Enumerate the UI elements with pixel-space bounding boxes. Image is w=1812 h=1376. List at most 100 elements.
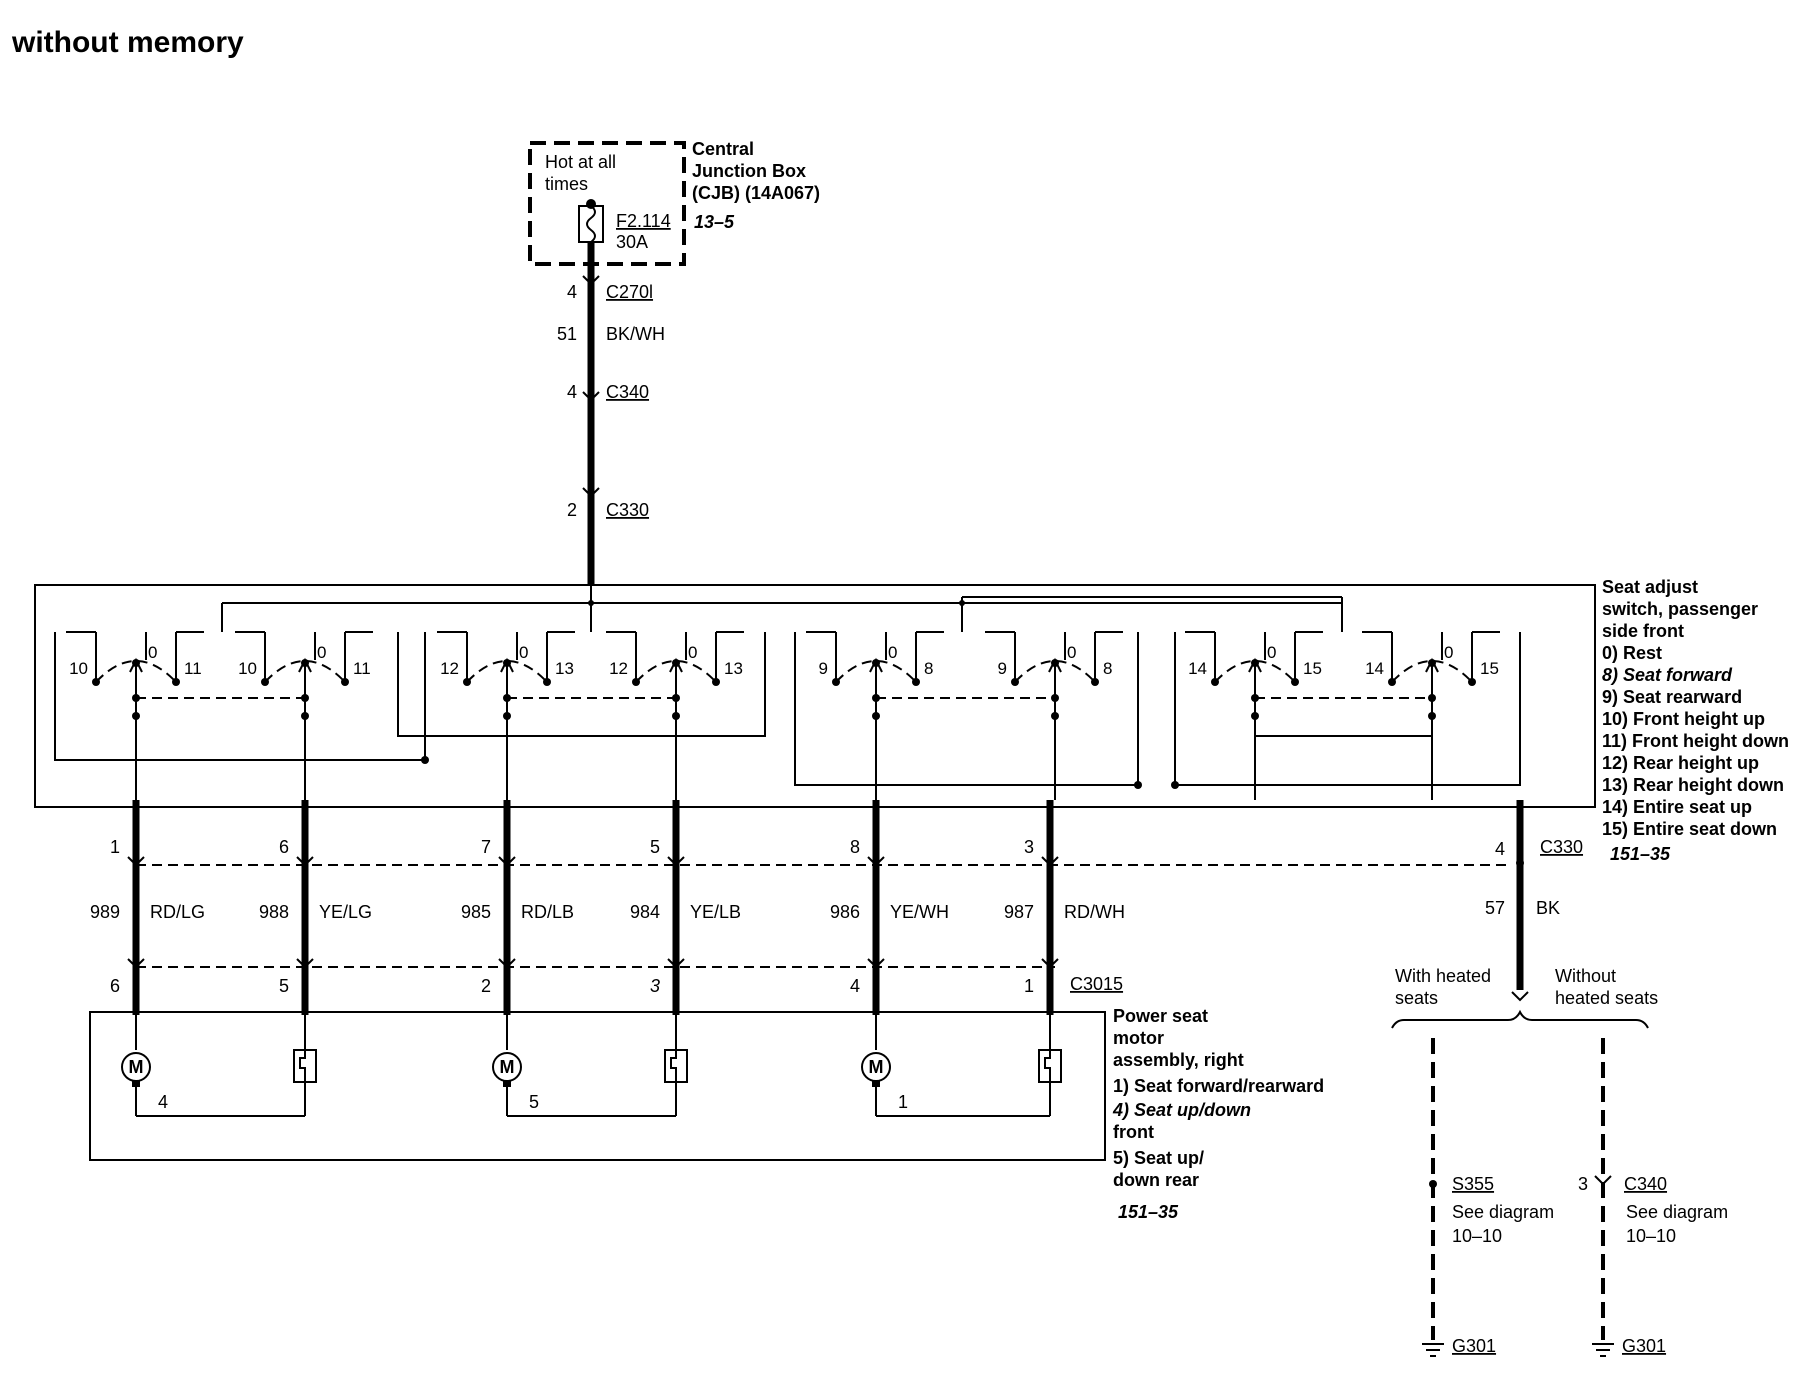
motor-legend-1: 1) Seat forward/rearward xyxy=(1113,1076,1324,1096)
cjb-name-line-2: Junction Box xyxy=(692,161,806,181)
pole-right-label: 11 xyxy=(353,659,371,678)
pole-rest-label: 0 xyxy=(1067,643,1076,662)
right-ground-g301: G301 xyxy=(1622,1336,1666,1356)
motor-symbol: M xyxy=(869,1057,884,1077)
wire-color: YE/LG xyxy=(319,902,372,922)
wire-circuit: 989 xyxy=(90,902,120,922)
wire-circuit: 987 xyxy=(1004,902,1034,922)
pole-left-label: 14 xyxy=(1365,659,1384,678)
connector-c340: C340 xyxy=(606,382,649,402)
pole-rest-label: 0 xyxy=(688,643,697,662)
wire-bottom-pin: 4 xyxy=(850,976,860,996)
right-diagram-page: 10–10 xyxy=(1626,1226,1676,1246)
right-pin: 3 xyxy=(1578,1174,1588,1194)
motor-icon: M xyxy=(861,1052,891,1087)
pole-left-label: 9 xyxy=(819,659,828,678)
heated-seat-split: With heated seats Without heated seats S… xyxy=(1391,966,1728,1357)
motor-ref: 151–35 xyxy=(1118,1202,1179,1222)
without-heated-line-2: heated seats xyxy=(1555,988,1658,1008)
wire-top-pin: 8 xyxy=(850,837,860,857)
wire-bottom-pin: 1 xyxy=(1024,976,1034,996)
feed-circuit: 51 xyxy=(557,324,577,344)
pole-rest-label: 0 xyxy=(317,643,326,662)
ground-circuit: 57 xyxy=(1485,898,1505,918)
motor-symbol: M xyxy=(500,1057,515,1077)
right-see-diagram: See diagram xyxy=(1626,1202,1728,1222)
central-junction-box: Hot at all times F2.114 30A Central Junc… xyxy=(528,139,820,266)
motor-name-line-2: motor xyxy=(1113,1028,1164,1048)
cjb-name-line-1: Central xyxy=(692,139,754,159)
switch-legend-0: 0) Rest xyxy=(1602,643,1662,663)
switch-legend-11: 11) Front height down xyxy=(1602,731,1789,751)
motor-number: 4 xyxy=(158,1092,168,1112)
pole-right-label: 13 xyxy=(555,659,574,678)
wire-color: RD/WH xyxy=(1064,902,1125,922)
cjb-hot-line-2: times xyxy=(545,174,588,194)
pole-rest-label: 0 xyxy=(888,643,897,662)
motor-name-line-3: assembly, right xyxy=(1113,1050,1244,1070)
circuit-breaker-icon xyxy=(664,1049,688,1083)
wire-color: RD/LB xyxy=(521,902,574,922)
motor-number: 1 xyxy=(898,1092,908,1112)
pole-right-label: 13 xyxy=(724,659,743,678)
wire-top-pin: 7 xyxy=(481,837,491,857)
pole-rest-label: 0 xyxy=(1444,643,1453,662)
with-heated-line-1: With heated xyxy=(1395,966,1491,986)
wire-bottom-pin: 2 xyxy=(481,976,491,996)
switch-pole: 12 0 13 xyxy=(437,631,575,800)
motor-legend-4: 4) Seat up/down xyxy=(1112,1100,1251,1120)
motor-icon: M xyxy=(492,1052,522,1087)
with-heated-line-2: seats xyxy=(1395,988,1438,1008)
wire-top-pin: 6 xyxy=(279,837,289,857)
wire-circuit: 988 xyxy=(259,902,289,922)
cjb-hot-line-1: Hot at all xyxy=(545,152,616,172)
feed-color: BK/WH xyxy=(606,324,665,344)
switch-ref: 151–35 xyxy=(1610,844,1671,864)
fuse-rating: 30A xyxy=(616,232,648,252)
wire-bottom-pin: 3 xyxy=(650,976,660,996)
pole-left-label: 12 xyxy=(609,659,628,678)
motor-symbol: M xyxy=(129,1057,144,1077)
wire-bottom-pin: 5 xyxy=(279,976,289,996)
wire-color: YE/WH xyxy=(890,902,949,922)
feed-pin-c330: 2 xyxy=(567,500,577,520)
pole-left-label: 14 xyxy=(1188,659,1207,678)
motor-unit: M1 xyxy=(861,1015,1062,1117)
pole-left-label: 9 xyxy=(998,659,1007,678)
switch-pole: 9 0 8 xyxy=(806,631,944,800)
cjb-name-line-3: (CJB) (14A067) xyxy=(692,183,820,203)
harness-wire: 6 988 YE/LG 5 xyxy=(259,800,372,1015)
motor-unit: M5 xyxy=(492,1015,688,1117)
motor-unit: M4 xyxy=(121,1015,317,1117)
motor-legend-4-cont: front xyxy=(1113,1122,1154,1142)
ground-pin: 4 xyxy=(1495,839,1505,859)
switch-legend-9: 9) Seat rearward xyxy=(1602,687,1742,707)
switch-name-line-1: Seat adjust xyxy=(1602,577,1698,597)
switch-name-line-3: side front xyxy=(1602,621,1684,641)
switch-pole: 9 0 8 xyxy=(985,631,1123,800)
pole-right-label: 15 xyxy=(1480,659,1499,678)
switch-legend-8: 8) Seat forward xyxy=(1602,665,1733,685)
left-ground-g301: G301 xyxy=(1452,1336,1496,1356)
without-heated-line-1: Without xyxy=(1555,966,1616,986)
connector-c3015: C3015 xyxy=(1070,974,1123,994)
pole-right-label: 8 xyxy=(1103,659,1112,678)
motor-icon: M xyxy=(121,1052,151,1087)
feed-wire: 4 C270l 51 BK/WH 4 C340 2 C330 xyxy=(557,242,665,585)
motor-legend-5: 5) Seat up/ xyxy=(1113,1148,1204,1168)
feed-pin-c270: 4 xyxy=(567,282,577,302)
pole-left-label: 12 xyxy=(440,659,459,678)
wire-circuit: 984 xyxy=(630,902,660,922)
wire-bottom-pin: 6 xyxy=(110,976,120,996)
pole-right-label: 8 xyxy=(924,659,933,678)
pole-rest-label: 0 xyxy=(519,643,528,662)
pole-rest-label: 0 xyxy=(1267,643,1276,662)
